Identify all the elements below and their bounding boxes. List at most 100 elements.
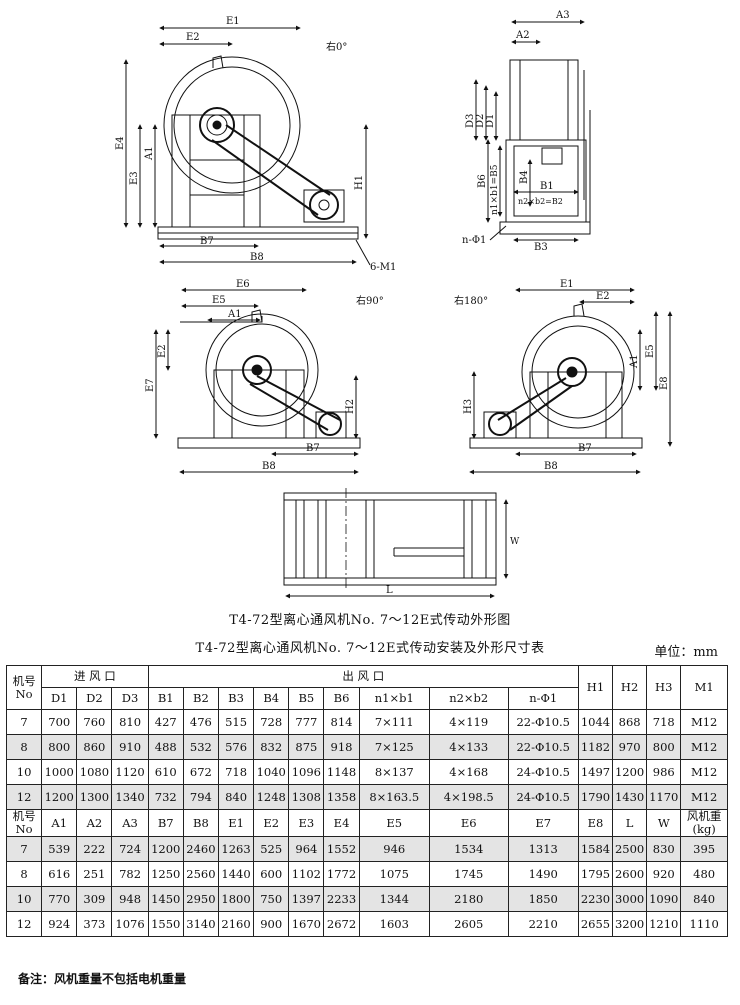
table-cell: 3000 bbox=[612, 886, 648, 912]
header-cell: B6 bbox=[323, 687, 360, 710]
table-cell: 777 bbox=[288, 709, 325, 735]
view-front bbox=[473, 19, 591, 243]
table-cell: 910 bbox=[111, 734, 149, 760]
header-cell: B2 bbox=[182, 687, 219, 710]
table-cell: 920 bbox=[646, 861, 682, 887]
view-right-90 bbox=[153, 287, 361, 475]
dim-label: B8 bbox=[250, 252, 264, 263]
table-cell: 12 bbox=[5, 911, 43, 937]
table-cell: 2210 bbox=[507, 911, 579, 937]
dim-label: B8 bbox=[262, 461, 276, 472]
header-cell: n2×b2 bbox=[428, 687, 509, 710]
dim-label: E2 bbox=[596, 291, 610, 302]
table-cell: 1340 bbox=[111, 784, 149, 810]
header-cell: B1 bbox=[147, 687, 184, 710]
table-cell: 1102 bbox=[288, 861, 325, 887]
table-cell: 964 bbox=[288, 836, 325, 862]
table-cell: 918 bbox=[323, 734, 360, 760]
table-cell: 1795 bbox=[577, 861, 614, 887]
view-right-180 bbox=[469, 287, 673, 475]
table-cell: 672 bbox=[182, 759, 219, 785]
dim-label: W bbox=[510, 537, 520, 547]
dim-label: E5 bbox=[212, 295, 226, 306]
table-cell: 1250 bbox=[147, 861, 184, 887]
table-cell: 4×168 bbox=[428, 759, 509, 785]
dim-label: E3 bbox=[129, 171, 140, 185]
dim-label: n-Φ1 bbox=[462, 235, 486, 246]
dim-label: E5 bbox=[645, 344, 656, 358]
table-cell: 1397 bbox=[288, 886, 325, 912]
table-cell: 2950 bbox=[182, 886, 219, 912]
table-cell: 732 bbox=[147, 784, 184, 810]
table-cell: 1148 bbox=[323, 759, 360, 785]
header-cell: H3 bbox=[646, 665, 682, 710]
table-cell: 1450 bbox=[147, 886, 184, 912]
table-cell: M12 bbox=[680, 734, 728, 760]
table-cell: 576 bbox=[217, 734, 255, 760]
table-cell: 1745 bbox=[428, 861, 509, 887]
table-cell: 476 bbox=[182, 709, 219, 735]
table-cell: 1080 bbox=[76, 759, 113, 785]
table-cell: 610 bbox=[147, 759, 184, 785]
table-cell: 2230 bbox=[577, 886, 614, 912]
dim-label: H1 bbox=[354, 175, 365, 190]
table-cell: 1344 bbox=[358, 886, 430, 912]
header-cell: B4 bbox=[253, 687, 290, 710]
header-weight: 风机重(kg) bbox=[680, 809, 728, 837]
header-cell: D3 bbox=[111, 687, 149, 710]
table-cell: 1358 bbox=[323, 784, 360, 810]
table-cell: 948 bbox=[111, 886, 149, 912]
table-cell: 810 bbox=[111, 709, 149, 735]
table-cell: 2180 bbox=[428, 886, 509, 912]
header-cell: A2 bbox=[76, 809, 113, 837]
table-cell: 1075 bbox=[358, 861, 430, 887]
dim-label: 6-M1 bbox=[370, 262, 396, 273]
dim-label: B6 bbox=[477, 174, 488, 188]
view-base-plan bbox=[283, 488, 509, 599]
table-cell: 1120 bbox=[111, 759, 149, 785]
table-cell: 1313 bbox=[507, 836, 579, 862]
table-cell: 860 bbox=[76, 734, 113, 760]
technical-drawing: E1 E2 右0° E4 E3 A1 H1 B7 B8 6-M1 A3 A2 D… bbox=[115, 10, 673, 599]
table-cell: 480 bbox=[680, 861, 728, 887]
table-cell: 2233 bbox=[323, 886, 360, 912]
table-cell: M12 bbox=[680, 759, 728, 785]
table-cell: 1210 bbox=[646, 911, 682, 937]
table-cell: 1090 bbox=[646, 886, 682, 912]
dim-label: B7 bbox=[306, 443, 320, 454]
table-cell: 1000 bbox=[41, 759, 78, 785]
table-cell: 7×111 bbox=[358, 709, 430, 735]
dim-label: L bbox=[386, 585, 393, 596]
dim-label: D3 bbox=[465, 114, 476, 128]
table-cell: 2560 bbox=[182, 861, 219, 887]
unit-label: 单位：mm bbox=[654, 645, 718, 660]
table-cell: 946 bbox=[358, 836, 430, 862]
table-cell: 750 bbox=[253, 886, 290, 912]
table-cell: 1076 bbox=[111, 911, 149, 937]
dim-label: E7 bbox=[145, 378, 156, 392]
table-cell: 7 bbox=[5, 836, 43, 862]
table-cell: 22-Φ10.5 bbox=[507, 709, 579, 735]
table-cell: 10 bbox=[5, 886, 43, 912]
dim-label: E4 bbox=[115, 136, 126, 150]
dim-label: H3 bbox=[463, 399, 474, 414]
table-cell: 1603 bbox=[358, 911, 430, 937]
table-cell: 875 bbox=[288, 734, 325, 760]
view-title: 右90° bbox=[356, 294, 384, 307]
dim-label: B1 bbox=[540, 181, 554, 192]
table-cell: 616 bbox=[41, 861, 78, 887]
header-inlet: 进 风 口 bbox=[41, 665, 149, 688]
header-outlet: 出 风 口 bbox=[147, 665, 579, 688]
table-cell: 3200 bbox=[612, 911, 648, 937]
dim-label: n1×b1=B5 bbox=[490, 164, 500, 215]
header-cell: D2 bbox=[76, 687, 113, 710]
table-cell: 1430 bbox=[612, 784, 648, 810]
table-cell: 760 bbox=[76, 709, 113, 735]
